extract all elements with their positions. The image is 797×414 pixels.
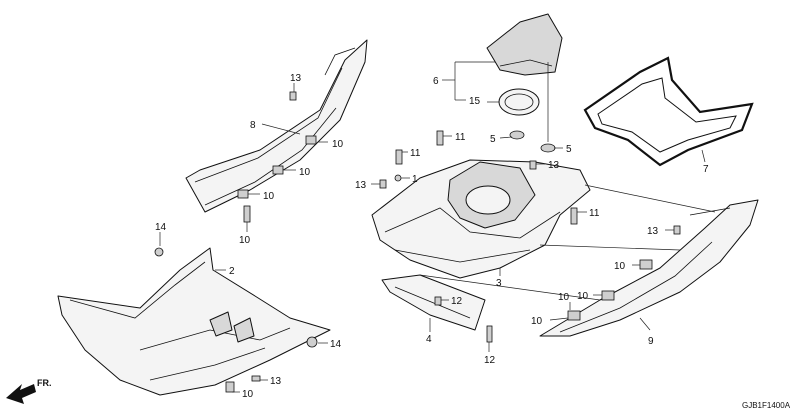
part-3-floor-panel (371, 159, 591, 279)
callout-6: 6 (433, 76, 439, 87)
callout-9: 9 (648, 336, 654, 347)
callout-15: 15 (469, 96, 481, 107)
callout-5: 5 (490, 134, 496, 145)
part-15-seal (498, 88, 540, 116)
callout-11: 11 (455, 132, 466, 143)
callout-13: 13 (355, 180, 367, 191)
diagram-code: GJB1F1400A (742, 401, 791, 410)
part-2-under-cover (57, 247, 331, 396)
callout-13: 13 (270, 376, 282, 387)
direction-label: FR. (37, 378, 52, 388)
callout-1: 1 (412, 174, 418, 185)
callout-10: 10 (531, 316, 543, 327)
part-9-side-cover (539, 199, 759, 337)
callout-5: 5 (566, 144, 572, 155)
callout-13: 13 (548, 160, 560, 171)
callout-labels: 13 8 10 10 10 10 14 2 14 13 10 6 15 5 5 … (155, 73, 709, 400)
callout-14: 14 (155, 222, 167, 233)
callout-3: 3 (496, 278, 502, 289)
callout-10: 10 (263, 191, 275, 202)
callout-7: 7 (703, 164, 709, 175)
part-8-side-cover (185, 39, 368, 213)
front-direction-arrow: FR. (6, 378, 52, 404)
callout-13: 13 (290, 73, 302, 84)
callout-12: 12 (451, 296, 463, 307)
callout-10: 10 (614, 261, 626, 272)
callout-8: 8 (250, 120, 256, 131)
leader-lines (159, 61, 716, 393)
hardware-items (154, 91, 681, 393)
callout-10: 10 (332, 139, 344, 150)
callout-10: 10 (558, 292, 570, 303)
callout-13: 13 (647, 226, 659, 237)
callout-10: 10 (299, 167, 311, 178)
callout-10: 10 (242, 389, 254, 400)
callout-10: 10 (239, 235, 251, 246)
part-4-bracket (381, 274, 486, 331)
callout-2: 2 (229, 266, 235, 277)
callout-4: 4 (426, 334, 432, 345)
callout-14: 14 (330, 339, 342, 350)
callout-11: 11 (410, 148, 421, 159)
part-6-top-pad (486, 13, 563, 76)
part-7-gasket (583, 56, 754, 167)
arrow-icon (6, 384, 36, 404)
callout-12: 12 (484, 355, 496, 366)
callout-11: 11 (589, 208, 600, 219)
callout-10: 10 (577, 291, 589, 302)
